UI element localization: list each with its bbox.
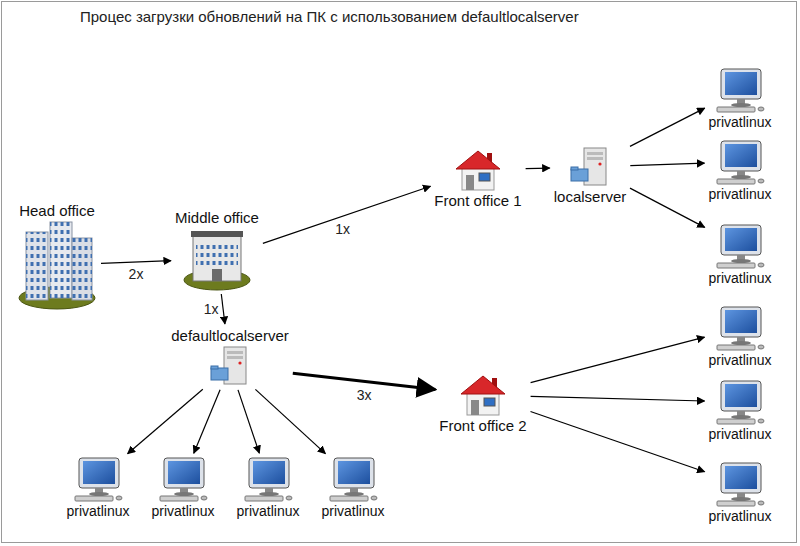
flow-arrow xyxy=(194,390,220,453)
multiplier-label: 3x xyxy=(355,387,374,403)
pc-icon xyxy=(713,223,767,269)
node-label: privatlinux xyxy=(708,269,771,287)
pc-node: privatlinux xyxy=(706,378,773,444)
node-label: Middle office xyxy=(175,209,259,227)
pc-icon xyxy=(713,461,767,507)
pc-node: privatlinux xyxy=(706,304,773,370)
node-label: Front office 1 xyxy=(434,192,521,210)
flow-arrow xyxy=(526,168,550,170)
flow-arrow xyxy=(221,294,225,324)
flow-arrow xyxy=(531,412,705,472)
node-label: privatlinux xyxy=(708,425,771,443)
node-label: Head office xyxy=(19,202,95,220)
pc-icon xyxy=(241,456,295,502)
office-node: Middle office xyxy=(173,208,261,292)
flow-arrow xyxy=(630,108,705,146)
pc-node: privatlinux xyxy=(706,138,773,204)
flow-arrow xyxy=(101,261,171,264)
server-icon xyxy=(569,146,611,188)
front-office-node: Front office 1 xyxy=(432,147,523,211)
building-icon xyxy=(181,227,253,291)
node-label: Front office 2 xyxy=(439,417,526,435)
pc-node: privatlinux xyxy=(706,66,773,132)
node-label: privatlinux xyxy=(151,502,214,520)
pc-icon xyxy=(713,379,767,425)
node-label: localserver xyxy=(554,188,627,206)
multiplier-label: 2x xyxy=(127,266,146,282)
node-label: privatlinux xyxy=(708,113,771,131)
server-node: localserver xyxy=(552,145,629,207)
multiplier-label: 1x xyxy=(202,301,221,317)
pc-icon xyxy=(71,456,125,502)
node-label: privatlinux xyxy=(66,502,129,520)
flow-arrow xyxy=(263,186,431,243)
pc-icon xyxy=(326,456,380,502)
node-label: privatlinux xyxy=(708,351,771,369)
pc-icon xyxy=(713,67,767,113)
flow-arrow xyxy=(255,389,325,453)
flow-arrow xyxy=(128,389,203,453)
pc-node: privatlinux xyxy=(319,455,386,521)
head-office-node: Head office xyxy=(15,201,99,311)
flow-arrow xyxy=(238,390,259,453)
pc-node: privatlinux xyxy=(149,455,216,521)
front-office-node: Front office 2 xyxy=(437,372,528,436)
flow-arrow xyxy=(531,396,705,401)
pc-icon xyxy=(713,305,767,351)
house-icon xyxy=(452,148,504,192)
house-icon xyxy=(457,373,509,417)
pc-node: privatlinux xyxy=(64,455,131,521)
tower-icon xyxy=(17,220,97,310)
server-node: defaultlocalserver xyxy=(169,326,291,388)
multiplier-label: 1x xyxy=(333,221,352,237)
node-label: privatlinux xyxy=(708,507,771,525)
node-label: privatlinux xyxy=(236,502,299,520)
pc-node: privatlinux xyxy=(234,455,301,521)
flow-arrow xyxy=(531,337,705,382)
pc-node: privatlinux xyxy=(706,460,773,526)
node-label: privatlinux xyxy=(708,185,771,203)
server-icon xyxy=(209,345,251,387)
pc-icon xyxy=(156,456,210,502)
flow-arrow xyxy=(630,163,704,166)
node-label: defaultlocalserver xyxy=(171,327,289,345)
pc-icon xyxy=(713,139,767,185)
flow-arrow xyxy=(630,188,705,227)
node-label: privatlinux xyxy=(321,502,384,520)
diagram-title: Процес загрузки обновлений на ПК с испол… xyxy=(80,8,579,25)
pc-node: privatlinux xyxy=(706,222,773,288)
